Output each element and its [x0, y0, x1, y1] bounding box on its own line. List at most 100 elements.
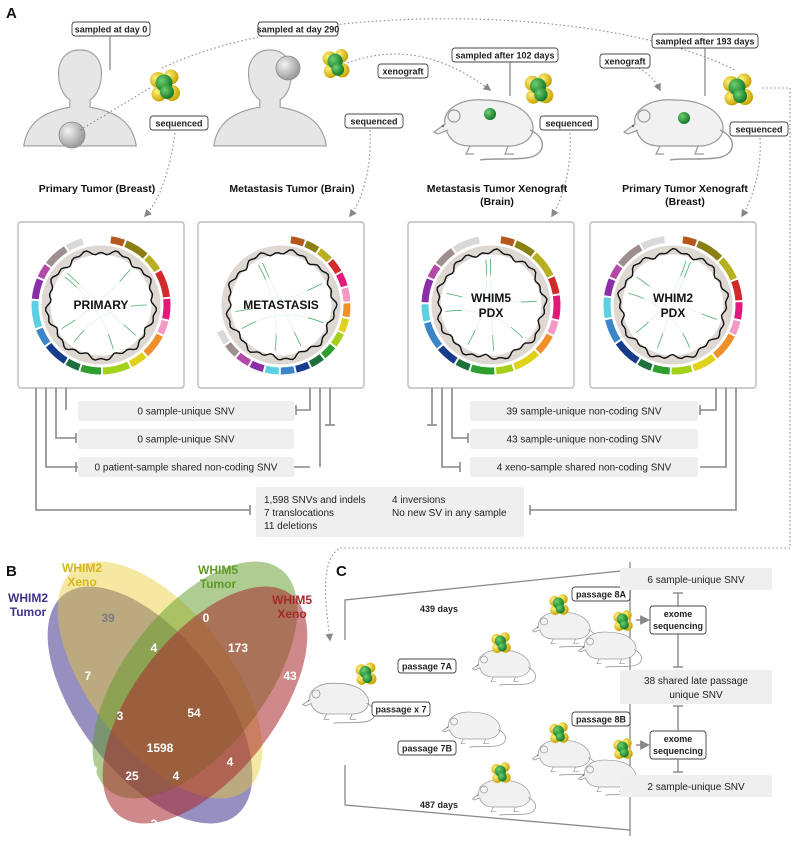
svg-text:173: 173 — [228, 641, 248, 655]
chromosome-segment — [604, 278, 616, 297]
chromosome-segment — [110, 236, 126, 247]
svg-text:unique SNV: unique SNV — [669, 690, 723, 701]
callout-xenograft-1: xenograft — [377, 63, 429, 79]
chromosome-segment — [731, 279, 743, 301]
chromosome-segment — [36, 327, 51, 346]
svg-text:passage 7A: passage 7A — [402, 662, 453, 672]
svg-text:xenograft: xenograft — [604, 57, 645, 67]
chromosome-segment — [718, 257, 737, 281]
svg-text:sampled after 193 days: sampled after 193 days — [655, 37, 754, 47]
chromosome-segment — [424, 321, 443, 349]
summary-left-2: 0 sample-unique SNV — [78, 429, 294, 449]
result-2: 38 shared late passage unique SNV — [620, 670, 772, 704]
svg-text:4 xeno-sample shared non-codin: 4 xeno-sample shared non-coding SNV — [497, 463, 672, 474]
chromosome-segment — [712, 333, 735, 359]
svg-text:passage x 7: passage x 7 — [375, 705, 426, 715]
svg-text:1,598 SNVs and indels: 1,598 SNVs and indels — [264, 495, 366, 506]
callout-day102: sampled after 102 days — [451, 47, 559, 96]
chromosome-segment — [290, 236, 306, 247]
svg-text:passage 8A: passage 8A — [576, 590, 627, 600]
chromosome-segment — [603, 297, 612, 319]
cell-cluster-icon — [355, 662, 377, 685]
passage-link — [324, 87, 791, 642]
chromosome-segment — [514, 240, 535, 257]
chromosome-segment — [338, 317, 350, 333]
chromosome-segment — [455, 358, 471, 371]
exome-box-1: exome sequencing — [649, 605, 707, 635]
title-metastasis-xenograft: Metastasis Tumor Xenograft — [427, 183, 568, 195]
panel-label-c: C — [336, 563, 347, 580]
summary-right-1: 39 sample-unique non-coding SNV — [470, 401, 698, 421]
chromosome-segment — [249, 360, 265, 373]
chromosome-segment — [652, 364, 670, 375]
svg-text:4 inversions: 4 inversions — [392, 495, 445, 506]
svg-text:0: 0 — [45, 669, 52, 683]
primary-tumor-icon — [58, 121, 86, 149]
days-487: 487 days — [420, 800, 458, 810]
svg-text:xenograft: xenograft — [382, 67, 423, 77]
mouse-passage7a — [471, 649, 536, 686]
callout-passage-x7: passage x 7 — [371, 701, 431, 717]
chromosome-segment — [615, 340, 640, 364]
circos-label: METASTASIS — [243, 298, 319, 312]
chromosome-segment — [155, 270, 170, 298]
chromosome-segment — [217, 329, 230, 345]
chromosome-segment — [264, 365, 279, 375]
cell-cluster-icon — [723, 73, 753, 106]
copy-number-trace — [225, 249, 338, 361]
svg-text:43 sample-unique non-coding SN: 43 sample-unique non-coding SNV — [506, 435, 661, 446]
chromosome-segment — [342, 303, 351, 318]
chromosome-segment — [692, 354, 716, 372]
chromosome-segment — [330, 331, 344, 347]
chromosome-segment — [605, 318, 621, 343]
chromosome-segment — [336, 272, 348, 288]
callout-passage-7b: passage 7B — [397, 740, 457, 756]
copy-number-trace — [436, 248, 548, 361]
venn-whim5-xeno — [102, 586, 308, 824]
chromosome-segment — [513, 350, 540, 370]
chromosome-segment — [102, 361, 131, 375]
mouse-xenograft-breast — [623, 99, 734, 161]
callout-xenograft-2: xenograft — [599, 53, 651, 69]
callout-passage-8a: passage 8A — [571, 586, 631, 602]
chromosome-segment — [617, 244, 643, 267]
title-primary-xenograft-sub: (Breast) — [665, 196, 705, 208]
chromosome-segment — [640, 236, 666, 250]
title-metastasis-xenograft-sub: (Brain) — [480, 196, 514, 208]
callout-sequenced-1: sequenced — [149, 115, 209, 131]
chromosome-segment — [308, 354, 324, 368]
days-439: 439 days — [420, 604, 458, 614]
result-3: 2 sample-unique SNV — [620, 775, 772, 797]
svg-text:0 sample-unique SNV: 0 sample-unique SNV — [137, 407, 235, 418]
svg-text:39 sample-unique non-coding SN: 39 sample-unique non-coding SNV — [506, 407, 661, 418]
svg-text:0 sample-unique SNV: 0 sample-unique SNV — [137, 435, 235, 446]
mouse-passage7b — [471, 779, 536, 816]
svg-text:38 shared late passage: 38 shared late passage — [644, 676, 748, 687]
venn-label-whim2-xeno-2: Xeno — [67, 575, 96, 589]
svg-text:0: 0 — [203, 611, 210, 625]
cell-cluster-icon — [524, 73, 554, 104]
panel-label-a: A — [6, 5, 17, 22]
svg-text:sequenced: sequenced — [735, 125, 782, 135]
coverage-band — [431, 245, 551, 365]
chromosome-segment — [37, 264, 51, 280]
svg-text:3: 3 — [117, 709, 124, 723]
svg-text:sampled after 102 days: sampled after 102 days — [455, 51, 554, 61]
chromosome-segment — [734, 302, 743, 320]
svg-text:54: 54 — [187, 706, 201, 720]
venn-label-whim5-xeno: WHIM5 — [272, 593, 312, 607]
circos-plot: METASTASIS — [197, 221, 365, 389]
svg-text:exome: exome — [664, 734, 693, 744]
svg-text:43: 43 — [283, 669, 297, 683]
circos-plot: PRIMARY — [17, 221, 185, 389]
chromosome-segment — [696, 240, 723, 261]
venn-label-whim2-tumor: WHIM2 — [8, 591, 48, 605]
callout-day0: sampled at day 0 — [71, 21, 151, 70]
chromosome-segment — [295, 361, 311, 373]
callout-sequenced-2: sequenced — [344, 113, 404, 129]
chromosome-segment — [341, 287, 351, 302]
summary-shared: 1,598 SNVs and indels 7 translocations 1… — [256, 487, 524, 537]
venn-label-whim5-tumor-2: Tumor — [200, 577, 237, 591]
